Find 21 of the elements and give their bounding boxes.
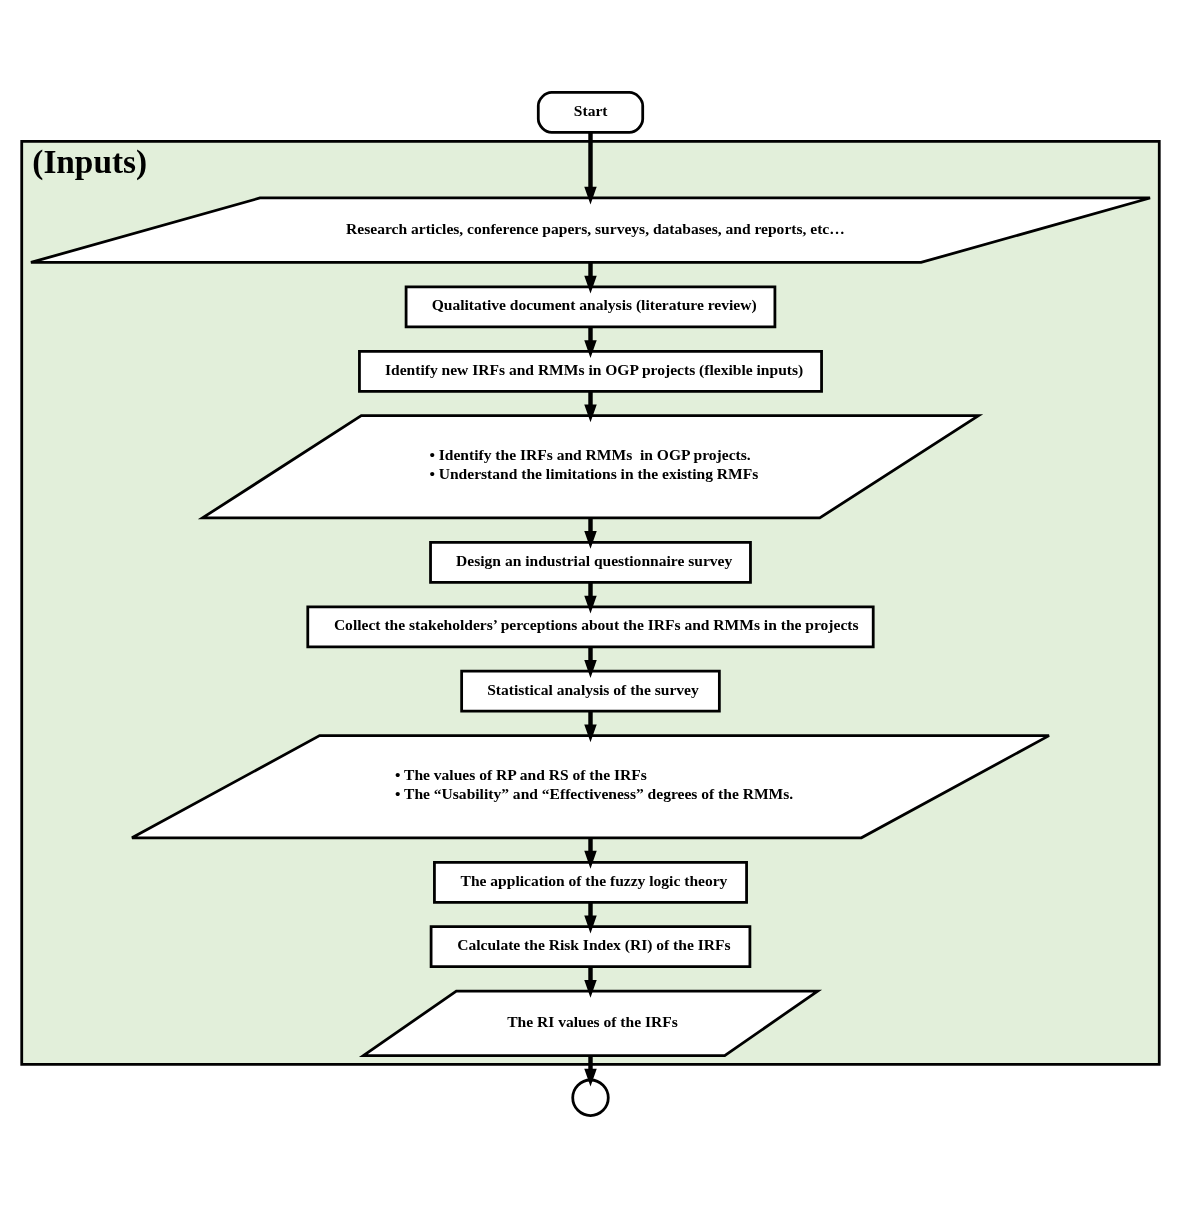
node-box: Identify new IRFs and RMMs in OGP projects (flexible inputs) xyxy=(358,349,823,393)
arrow xyxy=(584,391,597,422)
node-box: Collect the stakeholders’ perceptions about the IRFs and RMMs in the projects xyxy=(306,604,875,648)
node-box: The application of the fuzzy logic theory xyxy=(433,860,748,904)
node-box: Design an industrial questionnaire survey xyxy=(429,540,752,584)
arrow xyxy=(584,901,597,933)
arrow xyxy=(584,966,597,998)
arrow xyxy=(584,837,597,869)
node-box: Statistical analysis of the survey xyxy=(460,669,721,713)
arrow xyxy=(584,517,597,549)
node-box: Calculate the Risk Index (RI) of the IRFs xyxy=(429,924,752,968)
arrow xyxy=(584,132,597,204)
arrow xyxy=(584,261,597,294)
node-box: Qualitative document analysis (literature review) xyxy=(404,284,777,328)
arrow xyxy=(584,646,597,678)
arrow xyxy=(584,326,597,358)
arrow xyxy=(584,1055,597,1087)
arrow xyxy=(584,711,597,742)
node-box: Start xyxy=(536,90,645,134)
arrow xyxy=(584,581,597,613)
node-circle xyxy=(571,1078,610,1117)
